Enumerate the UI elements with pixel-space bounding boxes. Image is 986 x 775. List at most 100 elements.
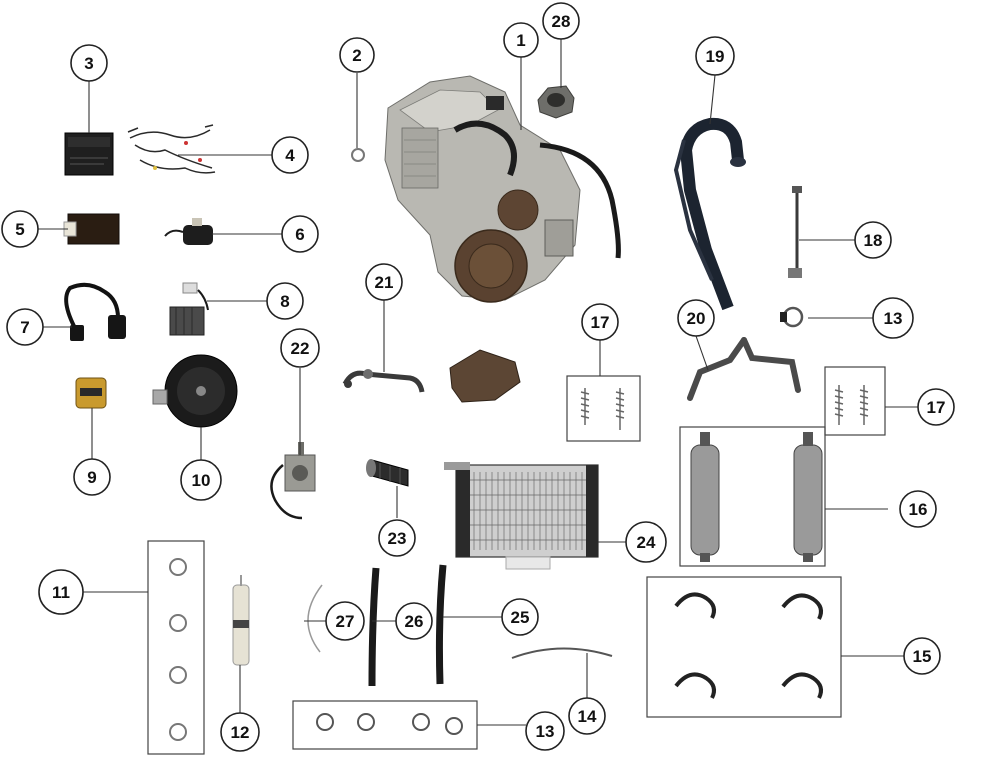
engine-icon bbox=[384, 75, 621, 303]
callout-c22: 22 bbox=[280, 328, 320, 368]
callout-c4: 4 bbox=[271, 136, 309, 174]
o-ring-icon bbox=[351, 148, 365, 162]
callout-c13a: 13 bbox=[872, 297, 914, 339]
callout-c12: 12 bbox=[220, 712, 260, 752]
air-filter-icon bbox=[366, 459, 409, 487]
intake-manifold-icon bbox=[537, 85, 575, 119]
callout-number: 25 bbox=[511, 608, 530, 627]
callout-c5: 5 bbox=[1, 210, 39, 248]
callout-number: 3 bbox=[84, 54, 93, 73]
callout-circle bbox=[271, 136, 309, 174]
callout-circle bbox=[395, 602, 433, 640]
callout-number: 10 bbox=[192, 471, 211, 490]
callout-circle bbox=[378, 519, 416, 557]
long-bolt-icon bbox=[788, 186, 802, 278]
callout-number: 9 bbox=[87, 468, 96, 487]
callout-circle bbox=[180, 459, 222, 501]
callout-circle bbox=[677, 299, 715, 337]
callout-circle bbox=[1, 210, 39, 248]
callout-circle bbox=[899, 490, 937, 528]
parts-frame-17-right bbox=[824, 366, 886, 436]
callout-number: 2 bbox=[352, 46, 361, 65]
muffler-icon bbox=[793, 432, 823, 562]
callout-circle bbox=[325, 601, 365, 641]
hose-clamp-icon bbox=[316, 713, 463, 735]
regulator-rectifier-icon bbox=[169, 282, 209, 336]
callout-circle bbox=[70, 44, 108, 82]
callout-c10: 10 bbox=[180, 459, 222, 501]
muffler-clamp-icon bbox=[674, 592, 823, 699]
callout-circle bbox=[6, 308, 44, 346]
parts-frame-16 bbox=[679, 426, 826, 567]
hose-icon bbox=[368, 567, 380, 687]
callout-number: 24 bbox=[637, 533, 656, 552]
callout-number: 6 bbox=[295, 225, 304, 244]
spring-icon bbox=[834, 385, 869, 425]
callout-number: 4 bbox=[285, 146, 295, 165]
callout-number: 18 bbox=[864, 231, 883, 250]
battery-icon bbox=[64, 132, 114, 176]
callout-c17a: 17 bbox=[581, 303, 619, 341]
leader-lines bbox=[38, 39, 918, 726]
callout-c24: 24 bbox=[625, 521, 667, 563]
callout-number: 1 bbox=[516, 31, 525, 50]
parts-frame-11 bbox=[147, 540, 205, 755]
fuel-filter-icon bbox=[232, 575, 250, 666]
carburetor-icon bbox=[270, 442, 316, 520]
cover-icon bbox=[449, 349, 521, 403]
callout-c16: 16 bbox=[899, 490, 937, 528]
callout-circle bbox=[568, 697, 606, 735]
callout-c8: 8 bbox=[266, 282, 304, 320]
callout-number: 14 bbox=[578, 707, 597, 726]
callout-number: 11 bbox=[52, 583, 70, 602]
callout-number: 17 bbox=[927, 398, 946, 417]
callout-c3: 3 bbox=[70, 44, 108, 82]
callout-c18: 18 bbox=[854, 221, 892, 259]
exhaust-pipe-icon bbox=[673, 117, 746, 311]
callout-number: 8 bbox=[280, 292, 289, 311]
exhaust-bracket-icon bbox=[687, 337, 801, 401]
callout-number: 7 bbox=[20, 318, 29, 337]
callout-c25: 25 bbox=[501, 598, 539, 636]
callout-circle bbox=[280, 328, 320, 368]
callout-c15: 15 bbox=[903, 637, 941, 675]
callout-c26: 26 bbox=[395, 602, 433, 640]
small-clamp-icon bbox=[169, 558, 187, 741]
hose-icon bbox=[435, 564, 447, 685]
callout-number: 27 bbox=[336, 612, 355, 631]
callout-circle bbox=[854, 221, 892, 259]
wire-harness-icon bbox=[127, 124, 216, 174]
gear-shift-lever-icon bbox=[342, 369, 425, 393]
callout-circle bbox=[542, 2, 580, 40]
callout-number: 20 bbox=[687, 309, 706, 328]
callout-c6: 6 bbox=[281, 215, 319, 253]
flasher-relay-icon bbox=[75, 377, 107, 409]
callout-number: 21 bbox=[375, 273, 394, 292]
callout-number: 13 bbox=[884, 309, 903, 328]
callout-c21: 21 bbox=[365, 263, 403, 301]
callout-number: 19 bbox=[706, 47, 725, 66]
radiator-icon bbox=[444, 462, 599, 570]
hose-clamp-icon bbox=[780, 306, 804, 328]
callout-circle bbox=[339, 37, 375, 73]
callout-c23: 23 bbox=[378, 519, 416, 557]
callout-circle bbox=[266, 282, 304, 320]
parts-frame-15 bbox=[646, 576, 842, 718]
callout-circle bbox=[917, 388, 955, 426]
callout-circle bbox=[581, 303, 619, 341]
spring-icon bbox=[580, 388, 625, 430]
callout-number: 22 bbox=[291, 339, 310, 358]
callout-c28: 28 bbox=[542, 2, 580, 40]
callout-c27: 27 bbox=[325, 601, 365, 641]
callout-circle bbox=[872, 297, 914, 339]
callout-c7: 7 bbox=[6, 308, 44, 346]
callout-number: 12 bbox=[231, 723, 250, 742]
callout-circle bbox=[220, 712, 260, 752]
callout-number: 26 bbox=[405, 612, 424, 631]
callout-circle bbox=[695, 36, 735, 76]
callout-c11: 11 bbox=[38, 569, 84, 615]
callout-c2: 2 bbox=[339, 37, 375, 73]
